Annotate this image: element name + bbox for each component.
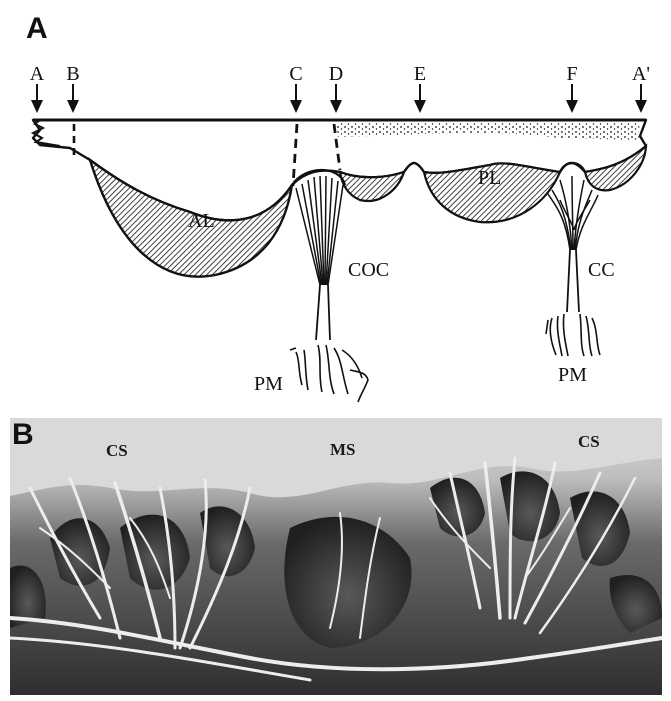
photo-label-ms: MS (330, 440, 356, 459)
label-cleft-chords: CC (588, 259, 615, 281)
arrow-down-icon (635, 100, 647, 113)
marker-b-label: B (66, 63, 79, 85)
marker-a: A (30, 63, 45, 113)
marker-e: E (414, 63, 426, 113)
marker-d-label: D (329, 63, 343, 85)
arrow-down-icon (566, 100, 578, 113)
marker-e-label: E (414, 63, 426, 85)
marker-c: C (289, 63, 302, 113)
arrow-down-icon (414, 100, 426, 113)
label-posterior-leaflet: PL (478, 167, 501, 189)
arrow-down-icon (330, 100, 342, 113)
label-commissural-chords: COC (348, 259, 389, 281)
papillary-muscle-left (290, 345, 368, 402)
photo-label-cs-left: CS (106, 441, 128, 460)
panel-b-letter: B (12, 420, 34, 450)
photo-label-cs-right: CS (578, 432, 600, 451)
label-papillary-right: PM (558, 364, 587, 386)
papillary-muscle-right (546, 314, 600, 356)
marker-b: B (66, 63, 79, 113)
posterior-scallop-1 (340, 172, 404, 201)
arrow-down-icon (67, 100, 79, 113)
arrow-down-icon (31, 100, 43, 113)
position-markers: A B C D E F A' (30, 63, 650, 113)
specimen-photo: CS MS CS (10, 418, 662, 695)
marker-f: F (566, 63, 578, 113)
marker-d: D (329, 63, 343, 113)
marker-a-prime: A' (632, 63, 650, 113)
label-papillary-left: PM (254, 373, 283, 395)
marker-c-label: C (289, 63, 302, 85)
marker-a-prime-label: A' (632, 63, 650, 85)
label-anterior-leaflet: AL (188, 210, 215, 232)
commissural-chords (292, 170, 345, 340)
arrow-down-icon (290, 100, 302, 113)
marker-a-label: A (30, 63, 45, 85)
valve-diagram: A B C D E F A' (0, 0, 671, 410)
marker-f-label: F (566, 63, 577, 85)
